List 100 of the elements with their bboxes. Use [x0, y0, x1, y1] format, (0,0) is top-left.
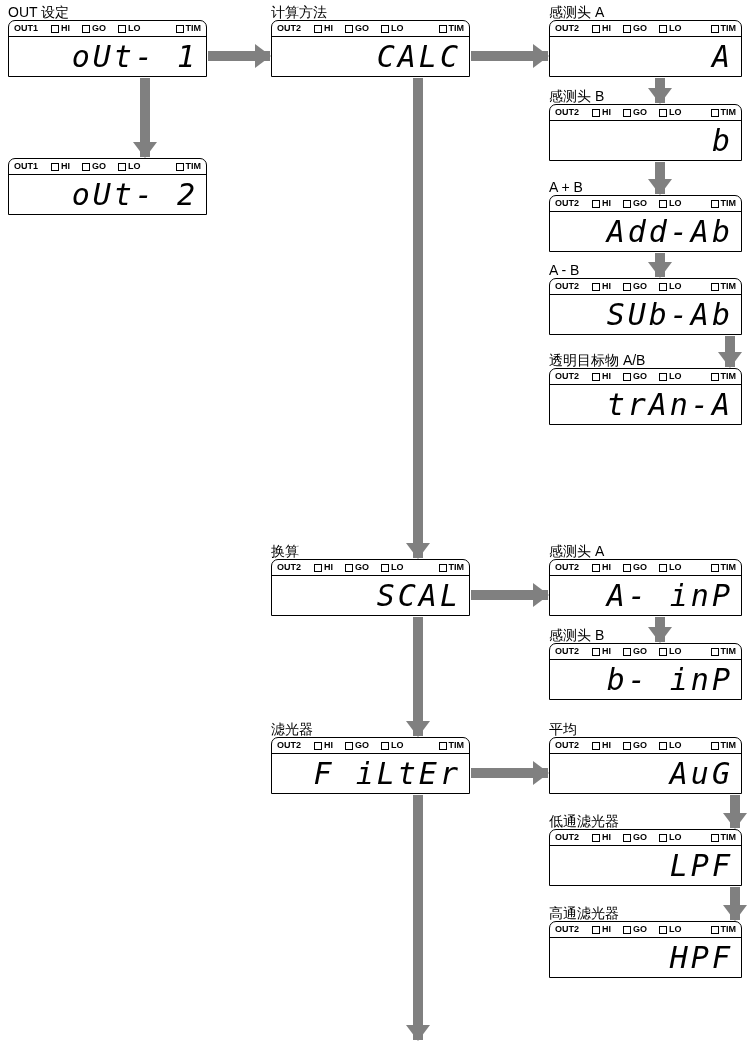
- indicator-label: TIM: [720, 647, 736, 656]
- output-label: OUT1: [14, 24, 38, 33]
- block-arrow: [471, 44, 549, 68]
- segment-readout: A- inP: [606, 580, 733, 611]
- block-arrow: [648, 162, 672, 195]
- indicator-label: TIM: [448, 563, 464, 572]
- indicator-label: TIM: [720, 741, 736, 750]
- indicator-label: GO: [633, 282, 648, 291]
- output-label: OUT2: [277, 24, 301, 33]
- indicator-label: HI: [602, 925, 611, 934]
- output-label: OUT2: [555, 563, 579, 572]
- indicator-label: LO: [669, 563, 682, 572]
- indicator-label: LO: [669, 199, 682, 208]
- block-arrow: [471, 761, 549, 785]
- segment-readout: oUt- 1: [71, 41, 198, 72]
- segment-readout: oUt- 2: [71, 179, 198, 210]
- indicator-label: GO: [633, 833, 648, 842]
- indicator-label: GO: [355, 563, 370, 572]
- block-arrow: [723, 795, 747, 829]
- indicator-label: GO: [633, 24, 648, 33]
- indicator-label: HI: [602, 282, 611, 291]
- indicator-label: LO: [669, 741, 682, 750]
- indicator-label: TIM: [720, 833, 736, 842]
- indicator-label: HI: [602, 833, 611, 842]
- indicator-label: GO: [633, 563, 648, 572]
- indicator-label: HI: [324, 741, 333, 750]
- output-label: OUT2: [555, 741, 579, 750]
- segment-readout: AuG: [669, 758, 733, 789]
- segment-readout: SUb-Ab: [606, 299, 733, 330]
- segment-readout: b- inP: [606, 664, 733, 695]
- display-heading: A + B: [549, 179, 583, 195]
- indicator-label: GO: [633, 925, 648, 934]
- indicator-label: LO: [669, 833, 682, 842]
- indicator-label: TIM: [185, 162, 201, 171]
- indicator-label: LO: [128, 24, 141, 33]
- output-label: OUT2: [277, 563, 301, 572]
- display-heading: 低通滤光器: [549, 813, 619, 829]
- indicator-label: LO: [669, 372, 682, 381]
- indicator-label: HI: [602, 199, 611, 208]
- segment-readout: F iLtEr: [313, 758, 461, 789]
- indicator-label: TIM: [448, 741, 464, 750]
- output-label: OUT2: [555, 925, 579, 934]
- indicator-label: HI: [602, 741, 611, 750]
- indicator-label: GO: [355, 741, 370, 750]
- block-arrow: [406, 795, 430, 1041]
- output-label: OUT2: [555, 199, 579, 208]
- block-arrow: [723, 887, 747, 921]
- display-heading: 感测头 A: [549, 543, 605, 559]
- segment-readout: A: [711, 41, 733, 72]
- output-label: OUT2: [555, 833, 579, 842]
- indicator-label: GO: [633, 647, 648, 656]
- block-arrow: [406, 78, 430, 559]
- indicator-label: LO: [669, 647, 682, 656]
- display-heading: OUT 设定: [8, 4, 70, 20]
- indicator-label: GO: [92, 24, 107, 33]
- indicator-label: LO: [128, 162, 141, 171]
- segment-readout: SCAL: [376, 580, 461, 611]
- indicator-label: TIM: [720, 108, 736, 117]
- indicator-label: GO: [633, 108, 648, 117]
- indicator-label: HI: [602, 372, 611, 381]
- indicator-label: LO: [669, 108, 682, 117]
- output-label: OUT2: [277, 741, 301, 750]
- display-heading: 计算方法: [271, 4, 327, 20]
- block-arrow: [648, 617, 672, 643]
- indicator-label: HI: [61, 24, 70, 33]
- segment-readout: b: [711, 125, 733, 156]
- indicator-label: GO: [355, 24, 370, 33]
- output-label: OUT2: [555, 372, 579, 381]
- output-label: OUT2: [555, 108, 579, 117]
- indicator-label: LO: [669, 925, 682, 934]
- indicator-label: LO: [391, 741, 404, 750]
- block-arrow: [406, 617, 430, 737]
- output-label: OUT2: [555, 647, 579, 656]
- indicator-label: GO: [92, 162, 107, 171]
- display-heading: 换算: [271, 543, 299, 559]
- block-arrow: [133, 78, 157, 158]
- indicator-label: HI: [602, 647, 611, 656]
- segment-readout: HPF: [669, 942, 733, 973]
- indicator-label: TIM: [720, 282, 736, 291]
- indicator-label: LO: [669, 24, 682, 33]
- block-arrow: [648, 78, 672, 104]
- indicator-label: HI: [324, 24, 333, 33]
- display-heading: 平均: [549, 721, 577, 737]
- display-heading: 滤光器: [271, 721, 313, 737]
- output-label: OUT1: [14, 162, 38, 171]
- indicator-label: TIM: [720, 563, 736, 572]
- segment-readout: LPF: [669, 850, 733, 881]
- segment-readout: CALC: [376, 41, 461, 72]
- display-heading: 高通滤光器: [549, 905, 619, 921]
- indicator-label: TIM: [720, 372, 736, 381]
- indicator-label: HI: [602, 24, 611, 33]
- indicator-label: TIM: [720, 199, 736, 208]
- display-heading: 感测头 A: [549, 4, 605, 20]
- display-heading: 透明目标物 A/B: [549, 352, 646, 368]
- block-arrow: [648, 253, 672, 278]
- indicator-label: HI: [61, 162, 70, 171]
- segment-readout: Add-Ab: [606, 216, 733, 247]
- block-arrow: [471, 583, 549, 607]
- indicator-label: GO: [633, 372, 648, 381]
- display-heading: 感测头 B: [549, 88, 605, 104]
